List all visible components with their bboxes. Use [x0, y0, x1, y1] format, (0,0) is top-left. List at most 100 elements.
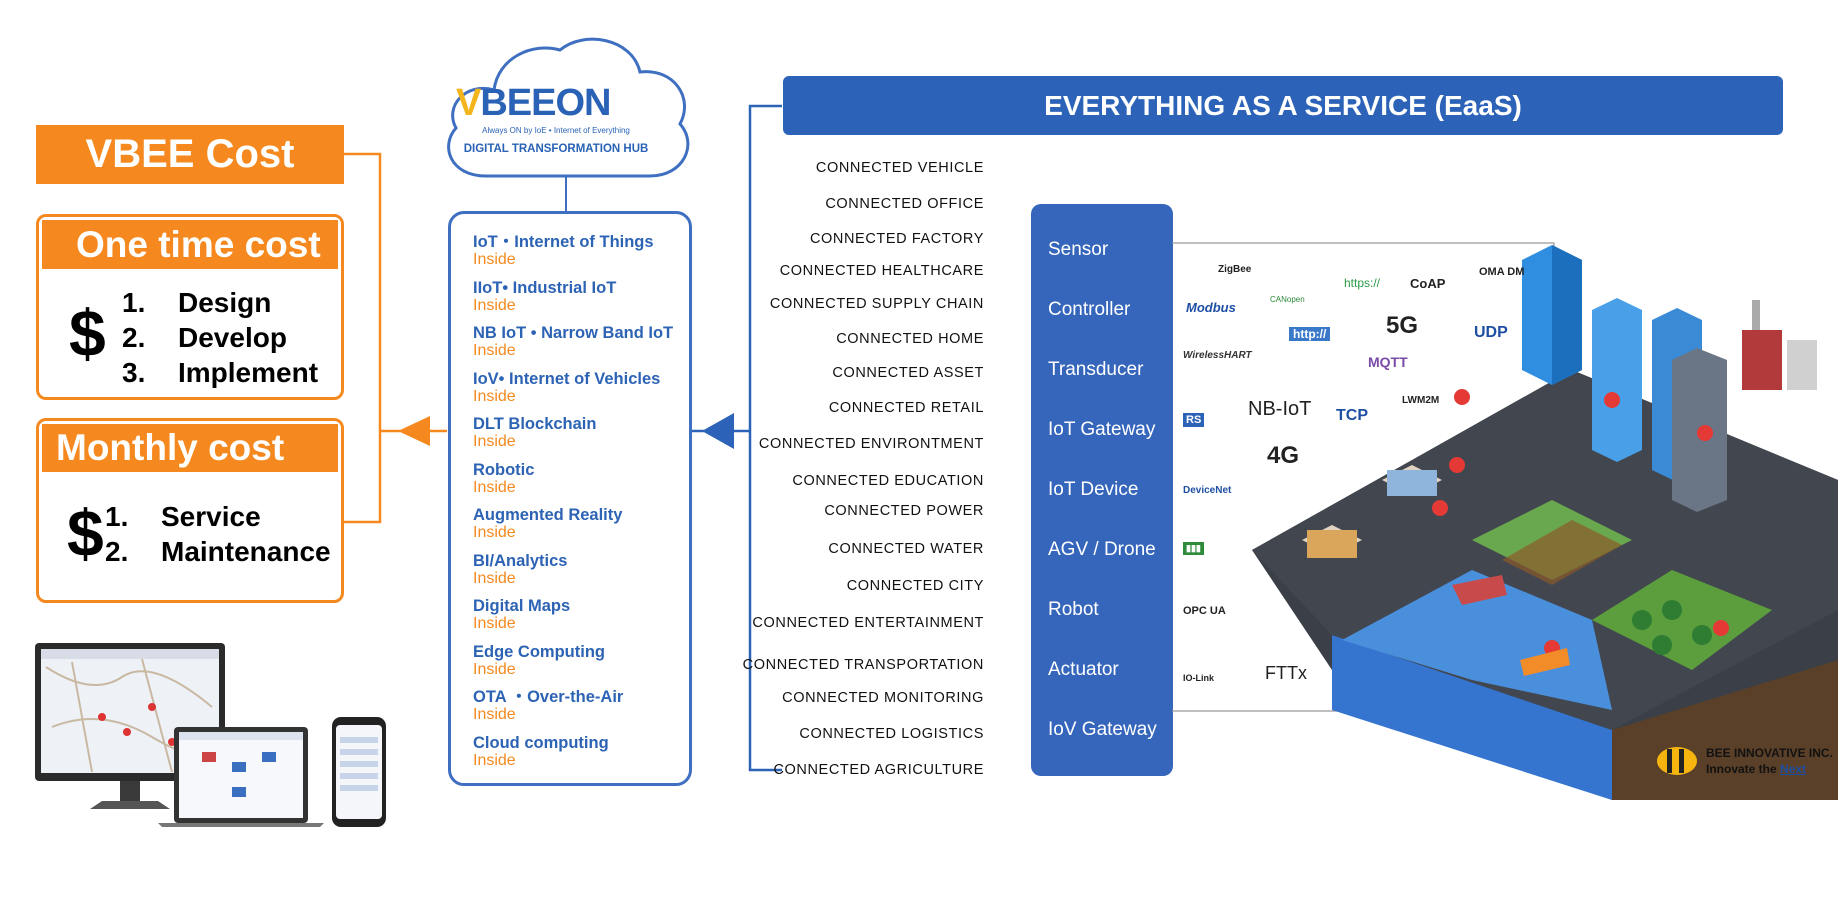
capability-sub: Inside [473, 706, 516, 723]
capability-title: Robotic [473, 461, 535, 479]
connected-item: CONNECTED TRANSPORTATION [742, 657, 984, 673]
bee-logo-icon [1657, 747, 1697, 775]
mqtt-label: MQTT [1368, 354, 1408, 370]
monthly-cost-box: Monthly cost $ 1.Service 2.Maintenance [36, 418, 344, 603]
eaas-banner: EVERYTHING AS A SERVICE (EaaS) [783, 76, 1783, 135]
connected-item: CONNECTED CITY [846, 578, 984, 594]
item-label: Implement [178, 357, 319, 388]
connected-item: CONNECTED OFFICE [825, 196, 984, 212]
cloud-logo-shape [447, 37, 690, 178]
connected-item: CONNECTED ENVIRONTMENT [758, 436, 984, 452]
fttx-label: FTTx [1265, 663, 1307, 683]
devicenet-label: DeviceNet [1183, 485, 1232, 496]
layer-label: IoT Device [1048, 479, 1139, 500]
http-label: http:// [1289, 327, 1331, 341]
lwm2m-label: LWM2M [1402, 395, 1440, 406]
connected-item: CONNECTED EDUCATION [792, 473, 984, 489]
connected-item: CONNECTED HEALTHCARE [779, 263, 984, 279]
layer-label: Sensor [1048, 239, 1109, 260]
dashboard-devices-image [35, 643, 386, 827]
capability-title: NB IoT • Narrow Band IoT [473, 324, 674, 342]
layer-label: IoV Gateway [1048, 719, 1157, 740]
canopen-label: CANopen [1270, 295, 1305, 304]
eaas-connector-lines [692, 104, 782, 772]
item-label: Design [178, 287, 272, 318]
connected-item: CONNECTED ASSET [832, 365, 984, 381]
item-label: Maintenance [161, 536, 331, 567]
rs-label: RS [1183, 413, 1205, 427]
iolink-label: IO-Link [1183, 673, 1214, 683]
coap-label: CoAP [1410, 276, 1446, 291]
brand-name: BEE INNOVATIVE INC. [1706, 746, 1833, 760]
list-item: 2. Maintenance [105, 536, 331, 568]
hub-tagline: Always ON by IoE • Internet of Everythin… [482, 126, 630, 135]
item-label: Service [161, 501, 261, 532]
capability-title: Augmented Reality [473, 506, 623, 524]
opcua-label: OPC UA [1183, 605, 1226, 617]
item-number: 2. [105, 536, 129, 567]
item-number: 3. [122, 357, 146, 388]
connected-item: CONNECTED MONITORING [782, 690, 984, 706]
list-item: 1.Design [122, 287, 271, 319]
connected-item: CONNECTED POWER [824, 503, 984, 519]
nbiot-label: NB-IoT [1248, 398, 1312, 420]
capability-title: IoV• Internet of Vehicles [473, 370, 661, 388]
brand-slogan-a: Innovate the [1706, 762, 1777, 776]
https-label: https:// [1344, 276, 1381, 290]
layer-label: AGV / Drone [1048, 539, 1156, 560]
capability-sub: Inside [473, 297, 516, 314]
capability-sub: Inside [473, 251, 516, 268]
list-item: 1.Service [105, 501, 261, 533]
vbeeon-logo: VBEEON [456, 82, 612, 125]
udp-label: UDP [1474, 324, 1508, 341]
layer-label: IoT Gateway [1048, 419, 1156, 440]
zigbee-label: ZigBee [1218, 264, 1252, 275]
tcp-label: TCP [1336, 407, 1368, 424]
capability-title: DLT Blockchain [473, 415, 597, 433]
capability-title: OTA ・Over-the-Air [473, 688, 624, 706]
list-item: 2.Develop [122, 322, 287, 354]
capability-sub: Inside [473, 615, 516, 632]
dollar-icon: $ [67, 496, 104, 570]
4g-label: 4G [1267, 442, 1300, 469]
connected-item: CONNECTED HOME [836, 331, 984, 347]
dollar-icon: $ [69, 296, 106, 370]
layer-label: Robot [1048, 599, 1099, 620]
logo-letter-v: V [456, 82, 481, 124]
capability-title: BI/Analytics [473, 552, 568, 570]
connected-item: CONNECTED LOGISTICS [799, 726, 984, 742]
5g-label: 5G [1386, 312, 1419, 339]
capability-title: Edge Computing [473, 643, 605, 661]
one-time-cost-box: One time cost $ 1.Design 2.Develop 3. Imp… [36, 214, 344, 400]
capability-sub: Inside [473, 524, 516, 541]
arrow-left-icon [398, 416, 430, 446]
connected-item: CONNECTED RETAIL [828, 400, 984, 416]
device-layers-box: Sensor Controller Transducer IoT Gateway… [1031, 204, 1173, 776]
capability-sub: Inside [473, 752, 516, 769]
hub-connector-line [565, 176, 567, 212]
wirelesshart-label: WirelessHART [1183, 350, 1252, 361]
modbus-label: Modbus [1186, 300, 1236, 315]
one-time-cost-header: One time cost [42, 220, 338, 269]
hub-name: DIGITAL TRANSFORMATION HUB [463, 143, 649, 155]
layer-label: Transducer [1048, 359, 1144, 380]
capability-title: IoT・Internet of Things [473, 233, 654, 251]
item-label: Develop [178, 322, 287, 353]
logo-letters-bee: BEE [480, 82, 556, 124]
capability-sub: Inside [473, 570, 516, 587]
capability-sub: Inside [473, 388, 516, 405]
capability-title: Cloud computing [473, 734, 609, 752]
capability-sub: Inside [473, 342, 516, 359]
